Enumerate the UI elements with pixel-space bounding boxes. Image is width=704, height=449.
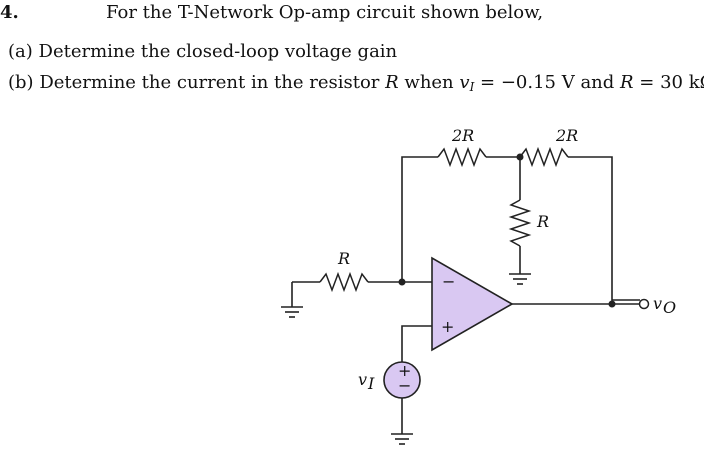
label-resistor-input: R [337, 249, 350, 268]
feedback-wire-right [568, 156, 640, 301]
problem-title: For the T-Network Op-amp circuit shown b… [106, 2, 544, 23]
part-a-id: (a) [8, 41, 33, 62]
part-b-equation-2: = 30 kΩ [639, 72, 704, 93]
opamp-noninverting-sign: + [441, 317, 454, 336]
part-b-var-v: v [459, 72, 470, 93]
input-ground-icon [281, 282, 303, 318]
junction-top-node [516, 153, 524, 161]
junction-output-node [608, 300, 616, 308]
output-label-var: v [653, 294, 662, 313]
part-b-var-r2: R [620, 72, 634, 93]
source-ground-icon [391, 433, 413, 445]
opamp-triangle [431, 256, 514, 352]
feedback-wire-left [401, 156, 438, 282]
noninverting-wire [401, 325, 432, 362]
part-b-prefix: Determine the current in the resistor [39, 72, 386, 93]
resistor-top-left [437, 146, 487, 168]
junction-inverting-node [398, 278, 406, 286]
part-b-var-v-sub: I [469, 80, 475, 94]
part-b-when: when [398, 72, 460, 93]
part-b-id: (b) [8, 72, 34, 93]
label-resistor-top-right: 2R [555, 126, 578, 145]
label-resistor-shunt: R [536, 212, 549, 231]
resistor-input [319, 271, 369, 293]
output-terminal [638, 298, 650, 310]
source-label-var: v [358, 370, 367, 389]
problem-number: 4. [0, 2, 19, 23]
label-output-voltage: v O [653, 294, 676, 317]
source-label-sub: I [367, 374, 375, 393]
part-b-equation: = −0.15 V and [474, 72, 621, 93]
label-resistor-top-left: 2R [451, 126, 474, 145]
resistor-top-right [519, 146, 569, 168]
label-source-voltage: v I [358, 370, 375, 393]
part-b-var-r: R [385, 72, 399, 93]
shunt-ground-icon [509, 273, 531, 285]
source-plus-sign: + [398, 361, 411, 380]
part-a-text: Determine the closed-loop voltage gain [38, 41, 398, 62]
resistor-shunt [508, 199, 532, 247]
output-label-sub: O [663, 298, 676, 317]
part-a: (a) Determine the closed-loop voltage ga… [8, 41, 397, 63]
part-b: (b) Determine the current in the resisto… [8, 72, 704, 98]
source-minus-sign: − [398, 376, 411, 395]
opamp-inverting-sign: − [442, 272, 455, 291]
